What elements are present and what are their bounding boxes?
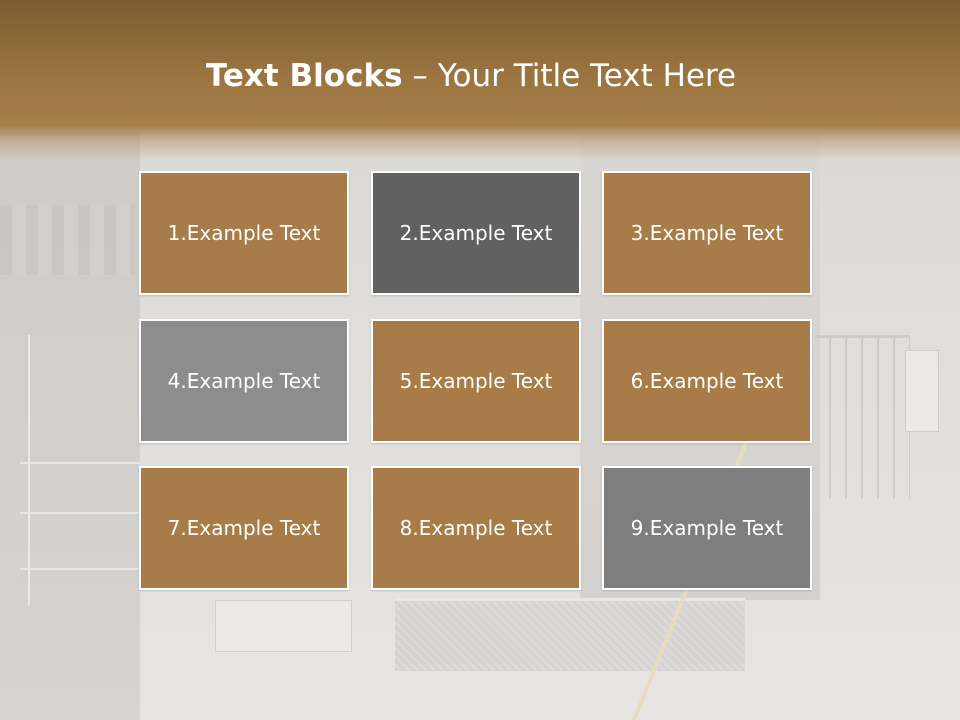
text-block-label: 5.Example Text [399, 369, 553, 393]
text-block-label: 3.Example Text [630, 221, 784, 245]
text-block-label: 8.Example Text [399, 516, 553, 540]
text-block-8[interactable]: 8.Example Text [371, 466, 581, 590]
bg-stair-rail [28, 335, 30, 605]
text-block-7[interactable]: 7.Example Text [139, 466, 349, 590]
bg-shelf [0, 205, 135, 275]
bg-cabinet [905, 350, 939, 432]
bg-railing [815, 335, 910, 498]
bg-box [215, 600, 352, 652]
slide-title: Text Blocks – Your Title Text Here [0, 52, 942, 100]
bg-stair-step [20, 512, 140, 528]
text-block-3[interactable]: 3.Example Text [602, 171, 812, 295]
text-block-label: 7.Example Text [167, 516, 321, 540]
text-block-label: 6.Example Text [630, 369, 784, 393]
title-separator: – [402, 58, 438, 94]
title-rest: Your Title Text Here [437, 58, 737, 94]
text-block-label: 4.Example Text [167, 369, 321, 393]
title-bold: Text Blocks [205, 58, 403, 94]
text-block-9[interactable]: 9.Example Text [602, 466, 812, 590]
text-block-6[interactable]: 6.Example Text [602, 319, 812, 443]
text-block-label: 9.Example Text [630, 516, 784, 540]
bg-stair-step [20, 568, 140, 584]
text-block-5[interactable]: 5.Example Text [371, 319, 581, 443]
text-block-1[interactable]: 1.Example Text [139, 171, 349, 295]
bg-stair-step [20, 462, 140, 478]
text-block-label: 1.Example Text [167, 221, 321, 245]
title-banner [0, 0, 960, 160]
text-block-4[interactable]: 4.Example Text [139, 319, 349, 443]
bg-platform [395, 598, 745, 671]
text-block-label: 2.Example Text [399, 221, 553, 245]
text-block-2[interactable]: 2.Example Text [371, 171, 581, 295]
